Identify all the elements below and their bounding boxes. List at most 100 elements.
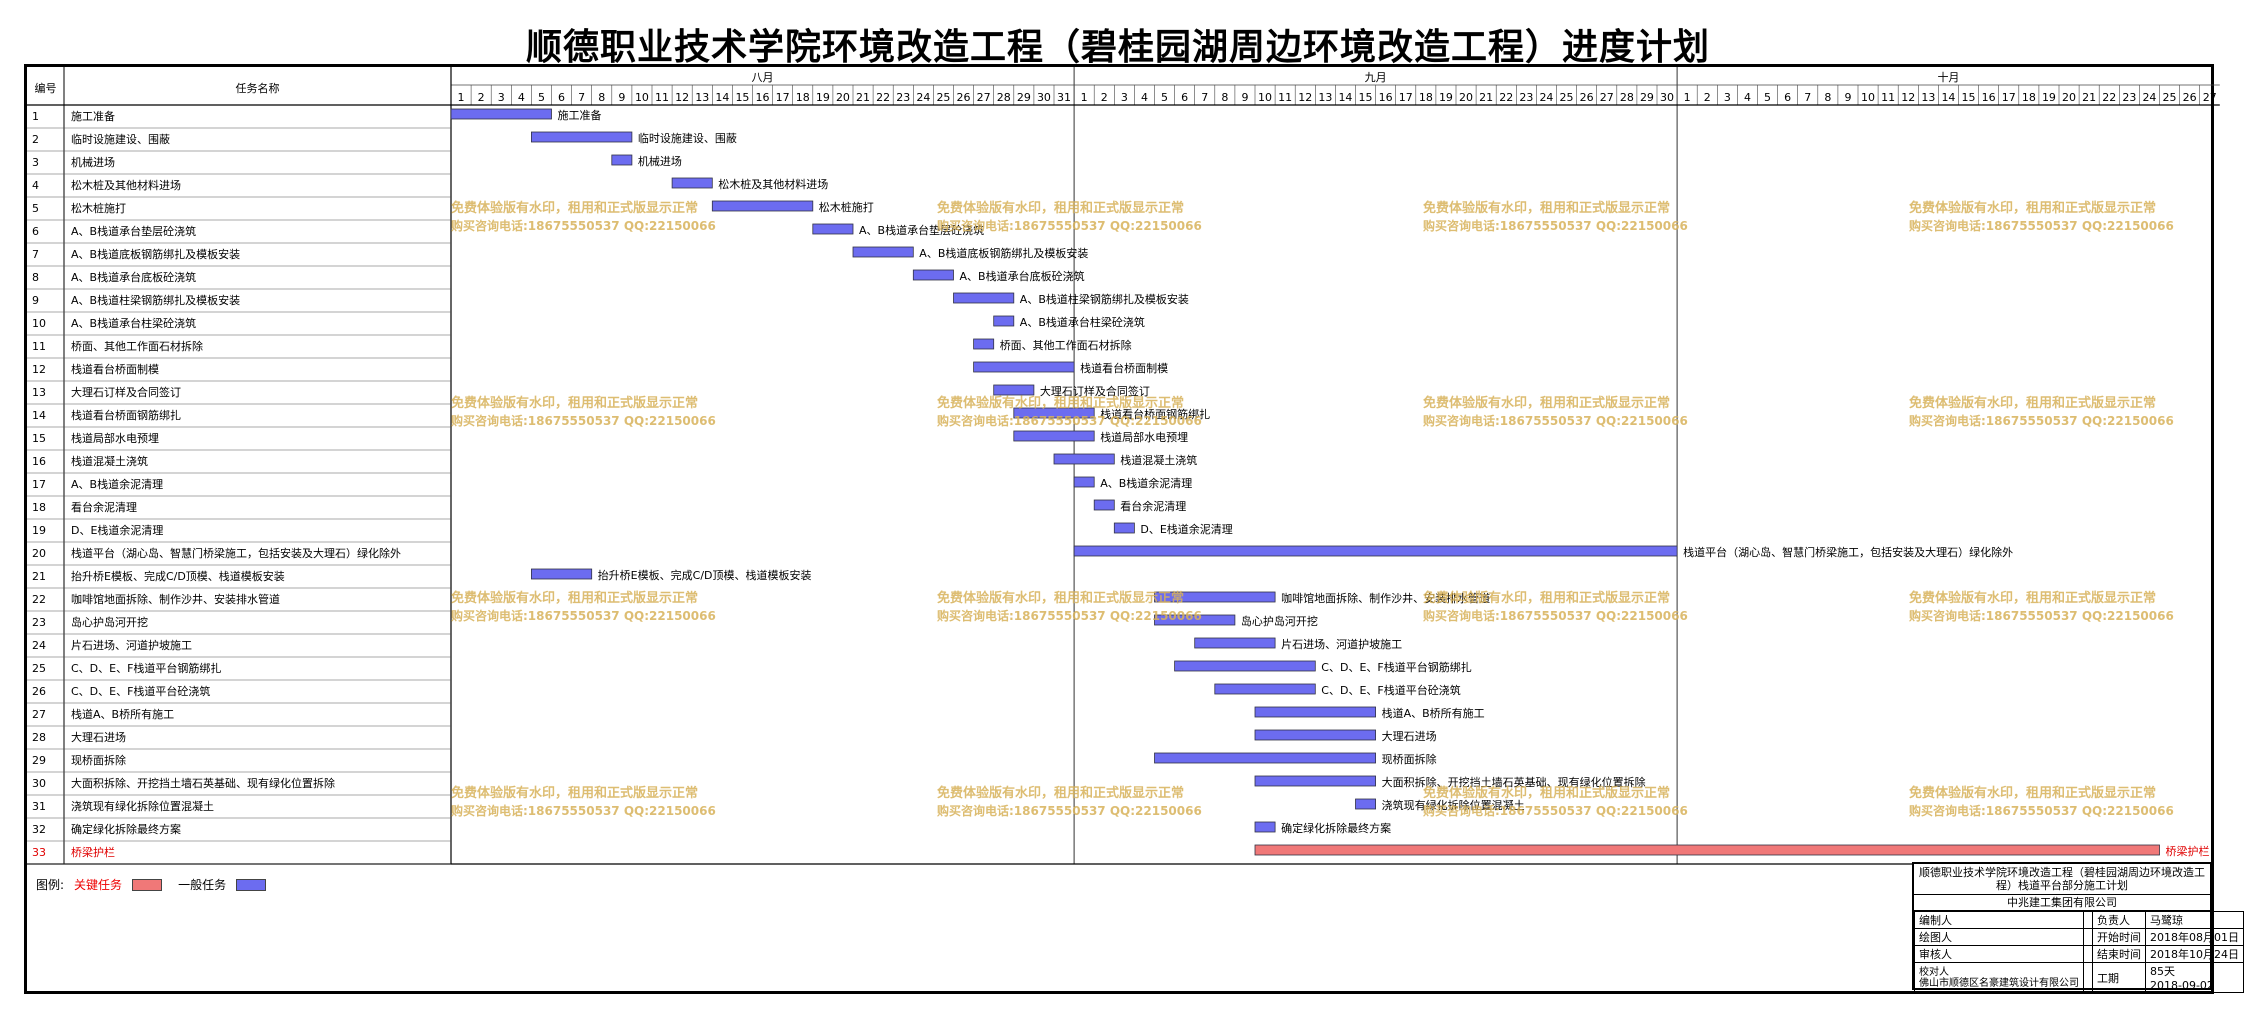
- day-tick-label: 2: [1101, 91, 1108, 104]
- task-no: 20: [32, 547, 46, 560]
- task-name: 大理石订样及合同签订: [71, 385, 181, 399]
- task-bar-label: 栈道看台桥面制模: [1080, 361, 1168, 375]
- header-no: 编号: [35, 81, 57, 95]
- task-name: 栈道看台桥面钢筋绑扎: [71, 408, 181, 422]
- watermark-line1: 免费体验版有水印，租用和正式版显示正常: [1909, 200, 2156, 216]
- task-bar-label: 大面积拆除、开挖挡土墙石英基础、现有绿化位置拆除: [1382, 775, 1646, 789]
- title-block-cell: [2083, 928, 2093, 946]
- day-tick-label: 17: [776, 91, 790, 104]
- day-tick-label: 8: [1221, 91, 1228, 104]
- title-block: 顺德职业技术学院环境改造工程（碧桂园湖周边环境改造工程）栈道平台部分施工计划 中…: [1912, 862, 2244, 993]
- watermark-line1: 免费体验版有水印，租用和正式版显示正常: [1909, 590, 2156, 606]
- month-label: 九月: [1365, 71, 1387, 84]
- day-tick-label: 29: [1640, 91, 1654, 104]
- legend-label: 图例:: [36, 878, 65, 892]
- task-bar-label: 栈道局部水电预埋: [1100, 430, 1188, 444]
- watermark-line1: 免费体验版有水印，租用和正式版显示正常: [937, 785, 1184, 801]
- legend-critical-swatch: [132, 878, 163, 891]
- day-tick-label: 20: [836, 91, 850, 104]
- day-tick-label: 6: [558, 91, 565, 104]
- month-label: 八月: [752, 71, 774, 84]
- task-name: 松木桩及其他材料进场: [71, 178, 181, 192]
- task-bar: [671, 177, 713, 189]
- task-bar: [1254, 729, 1376, 741]
- task-bar-label: 栈道平台（湖心岛、智慧门桥梁施工，包括安装及大理石）绿化除外: [1683, 545, 2013, 559]
- task-bar-label: 岛心护岛河开挖: [1241, 614, 1318, 628]
- day-tick-label: 7: [578, 91, 585, 104]
- task-bar: [1073, 476, 1095, 488]
- day-tick-label: 26: [957, 91, 971, 104]
- task-bar: [1154, 614, 1236, 626]
- day-tick-label: 7: [1804, 91, 1811, 104]
- day-tick-label: 4: [1141, 91, 1148, 104]
- day-tick-label: 7: [1201, 91, 1208, 104]
- task-bar: [953, 292, 1015, 304]
- task-name: 现桥面拆除: [71, 753, 126, 767]
- day-tick-label: 1: [1684, 91, 1691, 104]
- task-bar-label: A、B栈道承台柱梁砼浇筑: [1020, 315, 1145, 329]
- day-tick-label: 16: [1982, 91, 1996, 104]
- day-tick-label: 14: [1941, 91, 1955, 104]
- task-name: 大面积拆除、开挖挡土墙石英基础、现有绿化位置拆除: [71, 776, 335, 790]
- day-tick-label: 24: [916, 91, 930, 104]
- watermark-line1: 免费体验版有水印，租用和正式版显示正常: [937, 395, 1184, 411]
- task-no: 1: [32, 110, 39, 123]
- day-tick-label: 19: [1439, 91, 1453, 104]
- title-block-cell: 马鹭琼: [2145, 911, 2244, 929]
- task-name: 机械进场: [71, 155, 115, 169]
- task-name: 松木桩施打: [71, 201, 126, 215]
- task-no: 28: [32, 731, 46, 744]
- task-bar: [611, 154, 633, 166]
- task-name: C、D、E、F栈道平台钢筋绑扎: [71, 661, 221, 675]
- watermark-line1: 免费体验版有水印，租用和正式版显示正常: [1909, 785, 2156, 801]
- day-tick-label: 19: [2042, 91, 2056, 104]
- day-tick-label: 18: [796, 91, 810, 104]
- watermark-line2: 购买咨询电话:18675550537 QQ:22150066: [1909, 608, 2174, 623]
- legend: 图例: 关键任务 一般任务: [36, 876, 267, 893]
- task-name: 确定绿化拆除最终方案: [71, 822, 181, 836]
- day-tick-label: 29: [1017, 91, 1031, 104]
- watermark-line1: 免费体验版有水印，租用和正式版显示正常: [1909, 395, 2156, 411]
- title-block-cell: [2083, 945, 2093, 963]
- day-tick-label: 18: [2022, 91, 2036, 104]
- day-tick-label: 14: [1338, 91, 1352, 104]
- watermark-line1: 免费体验版有水印，租用和正式版显示正常: [451, 590, 698, 606]
- task-bar-label: 大理石进场: [1382, 729, 1437, 743]
- day-tick-label: 15: [1962, 91, 1976, 104]
- day-tick-label: 23: [2122, 91, 2136, 104]
- task-name: 栈道平台（湖心岛、智慧门桥梁施工，包括安装及大理石）绿化除外: [71, 546, 401, 560]
- watermark-line2: 购买咨询电话:18675550537 QQ:22150066: [1423, 803, 1688, 818]
- task-name: A、B栈道底板钢筋绑扎及模板安装: [71, 247, 240, 261]
- day-tick-label: 12: [1901, 91, 1915, 104]
- day-tick-label: 5: [538, 91, 545, 104]
- watermark-line2: 购买咨询电话:18675550537 QQ:22150066: [1909, 413, 2174, 428]
- task-no: 22: [32, 593, 46, 606]
- task-bar-label: 施工准备: [558, 108, 602, 122]
- task-name: 栈道A、B桥所有施工: [71, 707, 174, 721]
- day-tick-label: 11: [655, 91, 669, 104]
- day-tick-label: 22: [1499, 91, 1513, 104]
- day-tick-label: 25: [1560, 91, 1574, 104]
- day-tick-label: 8: [1824, 91, 1831, 104]
- task-bar: [1013, 407, 1095, 419]
- legend-normal-label: 一般任务: [178, 878, 227, 892]
- day-tick-label: 21: [856, 91, 870, 104]
- title-block-cell-text: 校对人: [1919, 966, 1949, 978]
- task-no: 30: [32, 777, 46, 790]
- day-tick-label: 13: [1921, 91, 1935, 104]
- title-block-cell: 编制人: [1914, 911, 2084, 929]
- task-bar: [1013, 430, 1095, 442]
- day-tick-label: 24: [2142, 91, 2156, 104]
- day-tick-label: 9: [1844, 91, 1851, 104]
- day-tick-label: 28: [1620, 91, 1634, 104]
- task-bar-label: 看台余泥清理: [1120, 499, 1186, 513]
- task-name: A、B栈道承台底板砼浇筑: [71, 270, 196, 284]
- watermark-line2: 购买咨询电话:18675550537 QQ:22150066: [451, 413, 716, 428]
- title-block-cell: 结束时间: [2092, 945, 2146, 963]
- watermark-line2: 购买咨询电话:18675550537 QQ:22150066: [1909, 803, 2174, 818]
- task-no: 17: [32, 478, 46, 491]
- day-tick-label: 21: [2082, 91, 2096, 104]
- task-bar: [1254, 844, 2160, 856]
- legend-critical-label: 关键任务: [74, 878, 123, 892]
- task-no: 2: [32, 133, 39, 146]
